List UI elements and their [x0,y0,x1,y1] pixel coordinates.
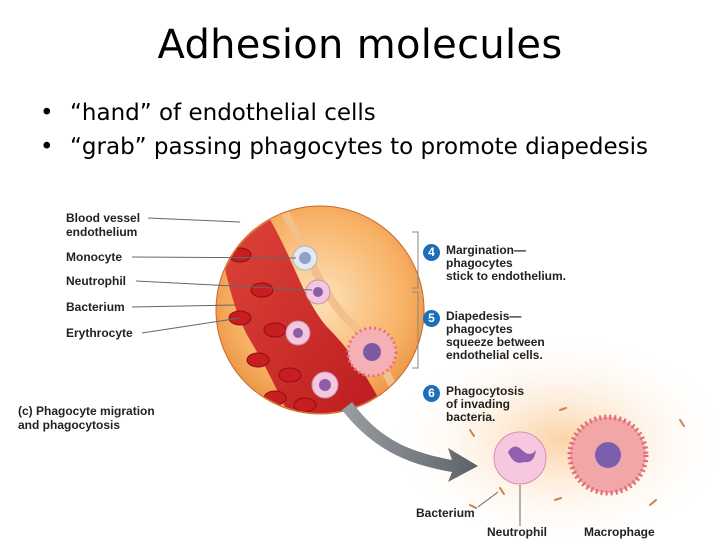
step-phagocytosis: 6 Phagocytosis of invading bacteria. [423,385,576,424]
step-number-badge: 6 [423,385,440,402]
label-bacterium-bottom: Bacterium [416,506,475,520]
step-text: Margination— phagocytes stick to endothe… [446,244,576,283]
tissue-macrophage [348,328,396,376]
step-number-badge: 5 [423,310,440,327]
label-neutrophil: Neutrophil [66,274,126,288]
magnified-vessel-circle [215,190,424,440]
panel-caption: (c) Phagocyte migration and phagocytosis [18,404,155,432]
neutrophil-cell [494,432,546,484]
macrophage-cell [570,417,646,493]
caption-line: (c) Phagocyte migration [18,404,155,418]
label-blood-vessel-endothelium: Blood vessel endothelium [66,211,140,239]
label-erythrocyte: Erythrocyte [66,326,133,340]
label-macrophage-bottom: Macrophage [584,525,655,539]
step-text: Phagocytosis of invading bacteria. [446,385,576,424]
label-bacterium: Bacterium [66,300,125,314]
label-monocyte: Monocyte [66,250,122,264]
label-line: endothelium [66,225,140,239]
step-diapedesis: 5 Diapedesis— phagocytes squeeze between… [423,310,576,362]
step-text: Diapedesis— phagocytes squeeze between e… [446,310,576,362]
caption-line: and phagocytosis [18,418,155,432]
label-neutrophil-bottom: Neutrophil [487,525,547,539]
step-number-badge: 4 [423,244,440,261]
label-line: Blood vessel [66,211,140,225]
step-margination: 4 Margination— phagocytes stick to endot… [423,244,576,283]
